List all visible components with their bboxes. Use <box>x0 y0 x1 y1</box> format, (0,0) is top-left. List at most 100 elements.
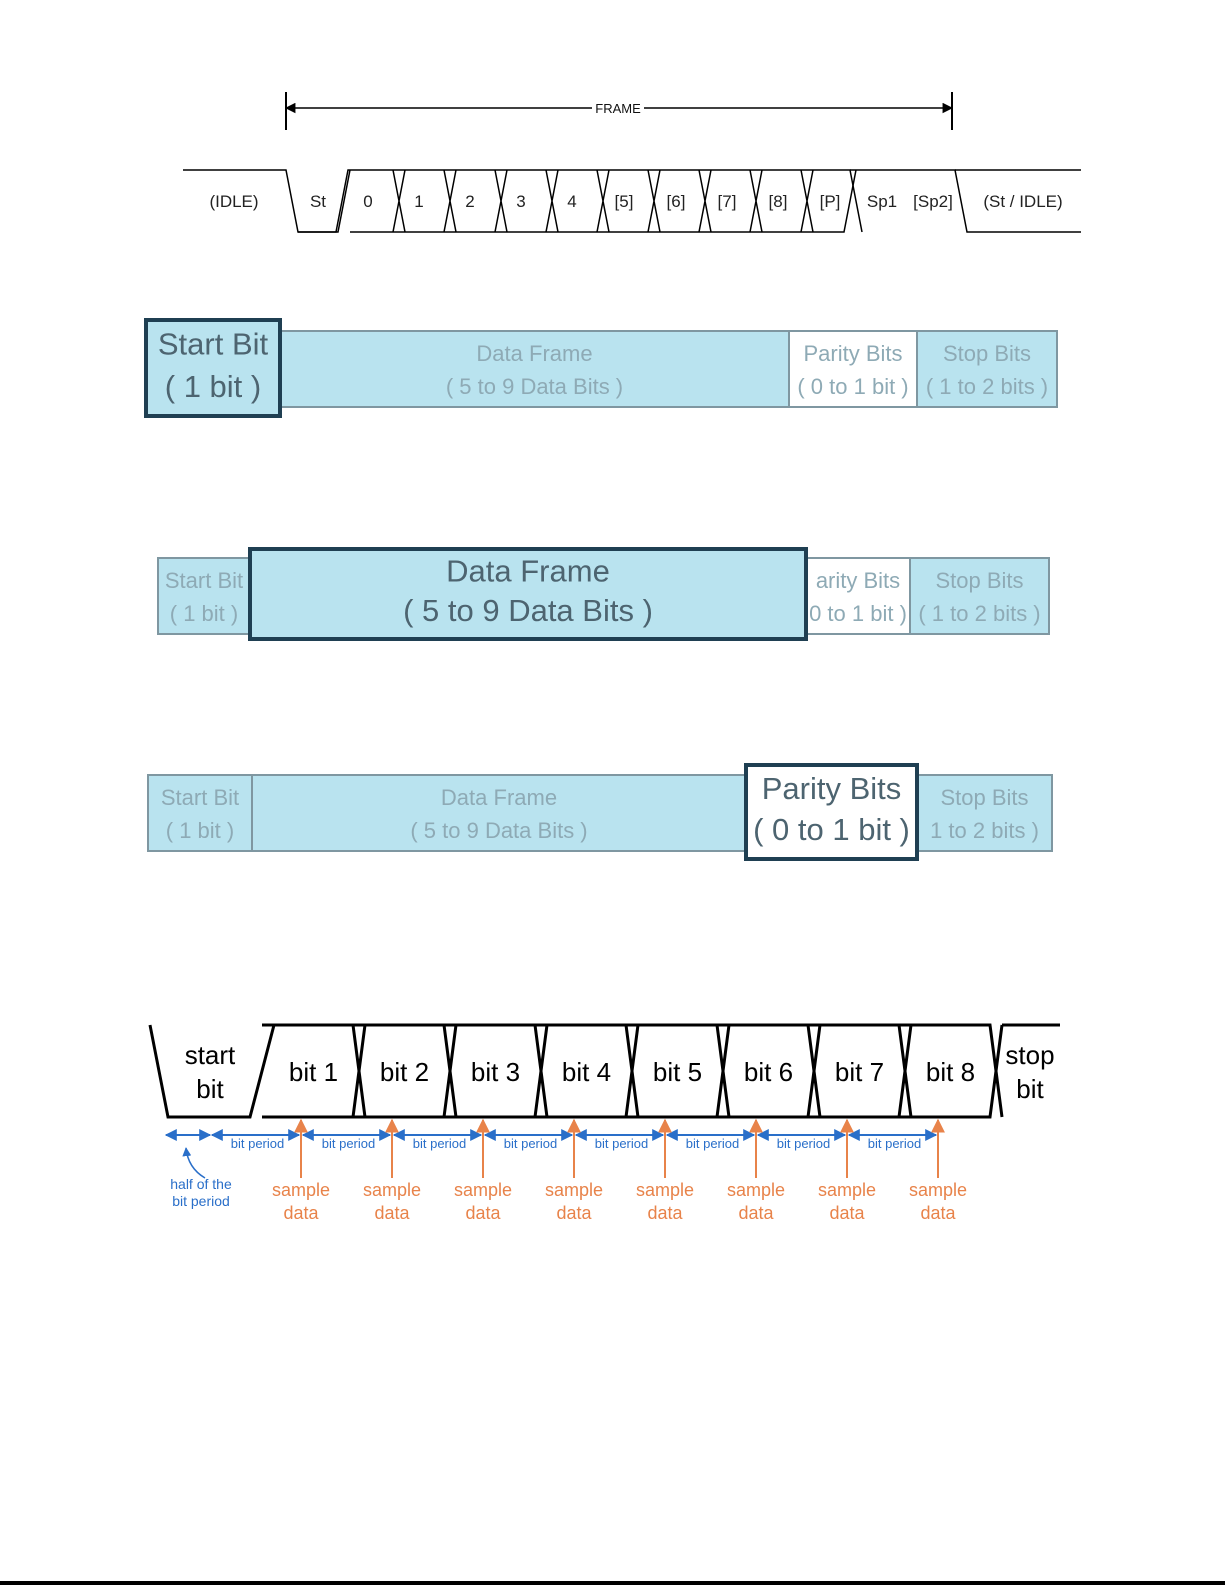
data-title: Data Frame <box>476 341 592 366</box>
frame-block-diagram-1: Start Bit ( 1 bit ) Data Frame ( 5 to 9 Dat… <box>144 318 1058 418</box>
waveform-data-low <box>350 169 857 233</box>
start-cell <box>157 557 251 635</box>
start-size: ( 1 bit ) <box>166 818 234 843</box>
sample-label-1: sample <box>818 1180 876 1200</box>
sample-label-2: data <box>738 1203 774 1223</box>
start-bit-label-2: bit <box>196 1074 224 1104</box>
sample-label-2: data <box>647 1203 683 1223</box>
waveform-stop-high <box>850 169 1081 233</box>
waveform-cell-label: 3 <box>516 192 525 211</box>
sample-label-2: data <box>556 1203 592 1223</box>
parity-size: ( 0 to 1 bit ) <box>753 812 910 847</box>
stop-title: Stop Bits <box>943 341 1031 366</box>
waveform-cell-label: 4 <box>567 192 576 211</box>
bit-label: bit 8 <box>926 1057 975 1087</box>
bit-period-label: bit period <box>595 1136 648 1151</box>
sample-label-2: data <box>374 1203 410 1223</box>
start-title: Start Bit <box>161 785 239 810</box>
start-size: ( 1 bit ) <box>165 369 261 404</box>
data-size: ( 5 to 9 Data Bits ) <box>403 593 653 628</box>
parity-size: ( 0 to 1 bit ) <box>797 374 908 399</box>
sample-label-1: sample <box>272 1180 330 1200</box>
sample-label-1: sample <box>363 1180 421 1200</box>
data-size: ( 5 to 9 Data Bits ) <box>446 374 623 399</box>
stop-cell <box>916 774 1053 852</box>
waveform-crossing <box>545 169 559 233</box>
start-cell <box>147 774 253 852</box>
sample-label-1: sample <box>727 1180 785 1200</box>
parity-title: Parity Bits <box>803 341 902 366</box>
bit-period-label: bit period <box>231 1136 284 1151</box>
start-bit-label-1: start <box>185 1040 236 1070</box>
parity-size: 0 to 1 bit ) <box>809 601 907 626</box>
waveform-crossing <box>596 169 610 233</box>
waveform-cell-label: [5] <box>615 192 634 211</box>
waveform-cell-label: [7] <box>718 192 737 211</box>
sample-label-1: sample <box>909 1180 967 1200</box>
bit-label: bit 6 <box>744 1057 793 1087</box>
sample-label-1: sample <box>636 1180 694 1200</box>
bit-label: bit 1 <box>289 1057 338 1087</box>
bit-period-label: bit period <box>504 1136 557 1151</box>
waveform-crossing <box>749 169 763 233</box>
waveform-crossing <box>443 169 457 233</box>
data-title: Data Frame <box>441 785 557 810</box>
waveform-cell-label: Sp1 <box>867 192 897 211</box>
waveform-crossing <box>494 169 508 233</box>
half-period-label-1: half of the <box>170 1176 232 1192</box>
parity-title: arity Bits <box>816 568 900 593</box>
waveform-cell-label: 1 <box>414 192 423 211</box>
stop-size: ( 1 to 2 bits ) <box>926 374 1048 399</box>
bit-period-label: bit period <box>413 1136 466 1151</box>
start-bit-edge <box>148 1024 276 1119</box>
start-title: Start Bit <box>158 327 269 362</box>
bit-timing-diagram: start bit bit 1 bit 2 bit 3 bit 4 bit 5 bit 6 bi… <box>148 1023 1060 1223</box>
bit-label: bit 3 <box>471 1057 520 1087</box>
bit-period-label: bit period <box>686 1136 739 1151</box>
sample-label-1: sample <box>454 1180 512 1200</box>
end-label: (St / IDLE) <box>983 192 1062 211</box>
waveform-crossing <box>647 169 661 233</box>
stop-title: Stop Bits <box>935 568 1023 593</box>
frame-block-diagram-3: Start Bit ( 1 bit ) Data Frame ( 5 to 9 Dat… <box>147 763 1053 861</box>
sample-label-2: data <box>283 1203 319 1223</box>
bit-cell-outline <box>899 1023 1004 1119</box>
parity-title: Parity Bits <box>762 771 902 806</box>
data-cell <box>279 330 790 408</box>
sample-label-2: data <box>829 1203 865 1223</box>
waveform-cell-label: [P] <box>820 192 841 211</box>
waveform-crossing <box>392 169 406 233</box>
bit-label: bit 2 <box>380 1057 429 1087</box>
data-size: ( 5 to 9 Data Bits ) <box>410 818 587 843</box>
sample-label-2: data <box>920 1203 956 1223</box>
waveform-cell-label: 2 <box>465 192 474 211</box>
waveform-start-low <box>298 169 351 233</box>
bit-period-label: bit period <box>322 1136 375 1151</box>
stop-cell <box>916 330 1058 408</box>
frame-label: FRAME <box>595 101 641 116</box>
half-period-pointer <box>182 1147 206 1179</box>
bit-label: bit 7 <box>835 1057 884 1087</box>
bit-label: bit 4 <box>562 1057 611 1087</box>
parity-highlight-box <box>744 763 919 861</box>
parity-cell <box>805 557 911 635</box>
bit-period-label: bit period <box>777 1136 830 1151</box>
waveform-cell-label: 0 <box>363 192 372 211</box>
waveform-cell-label: [6] <box>667 192 686 211</box>
frame-block-diagram-2: Start Bit( 1 bit )Data Frame( 5 to 9 Dat… <box>157 547 1050 641</box>
parity-cell <box>788 330 918 408</box>
sample-label-2: data <box>465 1203 501 1223</box>
bit-label: bit 5 <box>653 1057 702 1087</box>
stop-cell <box>909 557 1050 635</box>
stop-title: Stop Bits <box>940 785 1028 810</box>
data-highlight-box <box>248 547 808 641</box>
waveform-crossing <box>698 169 712 233</box>
stop-size: ( 1 to 2 bits ) <box>918 601 1040 626</box>
bit-period-label: bit period <box>868 1136 921 1151</box>
stop-size: 1 to 2 bits ) <box>930 818 1039 843</box>
page-bottom-rule <box>0 1581 1225 1585</box>
start-highlight-box <box>144 318 282 418</box>
data-title: Data Frame <box>446 553 610 588</box>
sample-label-1: sample <box>545 1180 603 1200</box>
idle-label: (IDLE) <box>209 192 258 211</box>
